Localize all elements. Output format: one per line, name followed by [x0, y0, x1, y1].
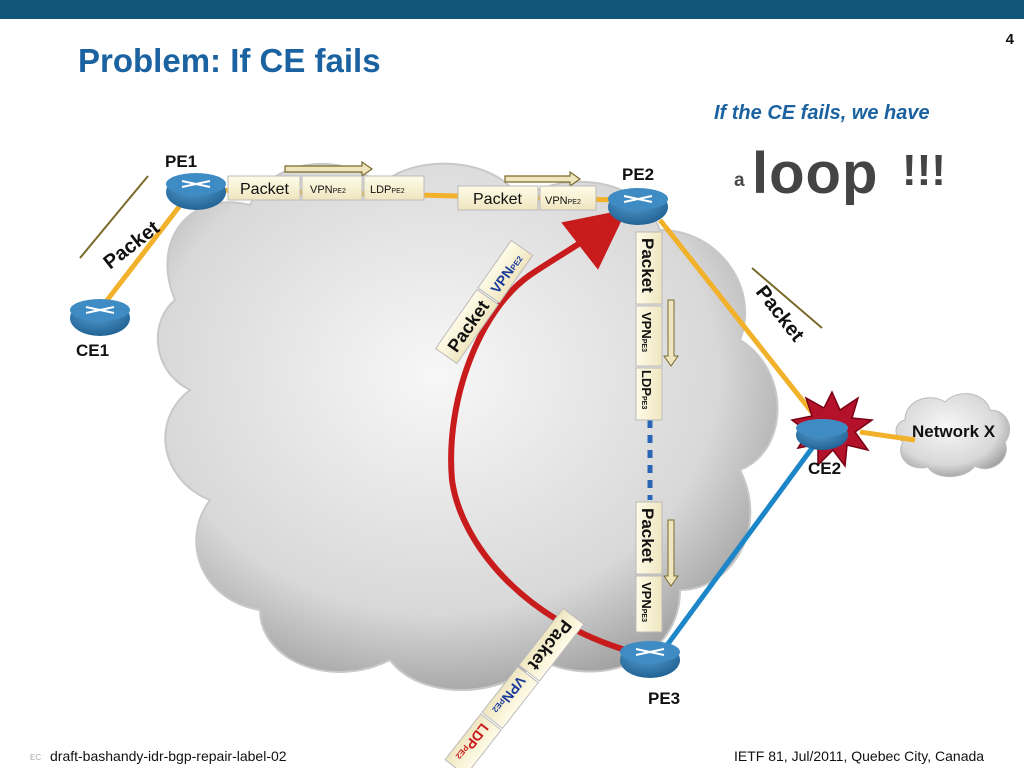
- svg-text:Packet: Packet: [638, 238, 657, 293]
- label-pe1: PE1: [165, 152, 197, 172]
- router-ce2-icon: [796, 419, 848, 450]
- label-pe2: PE2: [622, 165, 654, 185]
- router-pe3-icon: [620, 641, 680, 678]
- loop-exclaim: !!!: [902, 146, 946, 196]
- tag-packet-pe1: Packet: [240, 181, 289, 198]
- loop-note: If the CE fails, we have: [714, 102, 930, 125]
- provider-cloud: [158, 164, 778, 690]
- footer-left: draft-bashandy-idr-bgp-repair-label-02: [50, 748, 287, 764]
- footer-ec: EC: [30, 753, 41, 762]
- loop-word: loop: [752, 140, 878, 207]
- label-network-x: Network X: [912, 422, 995, 442]
- router-pe2-icon: [608, 188, 668, 225]
- label-pe3: PE3: [648, 689, 680, 709]
- svg-text:Packet: Packet: [638, 508, 657, 563]
- router-pe1-icon: [166, 173, 226, 210]
- label-ce1: CE1: [76, 341, 109, 361]
- loop-article: a: [734, 170, 745, 192]
- tag-packet-pe2: Packet: [473, 191, 522, 208]
- router-ce1-icon: [70, 299, 130, 336]
- label-ce2: CE2: [808, 459, 841, 479]
- footer-right: IETF 81, Jul/2011, Quebec City, Canada: [734, 748, 984, 764]
